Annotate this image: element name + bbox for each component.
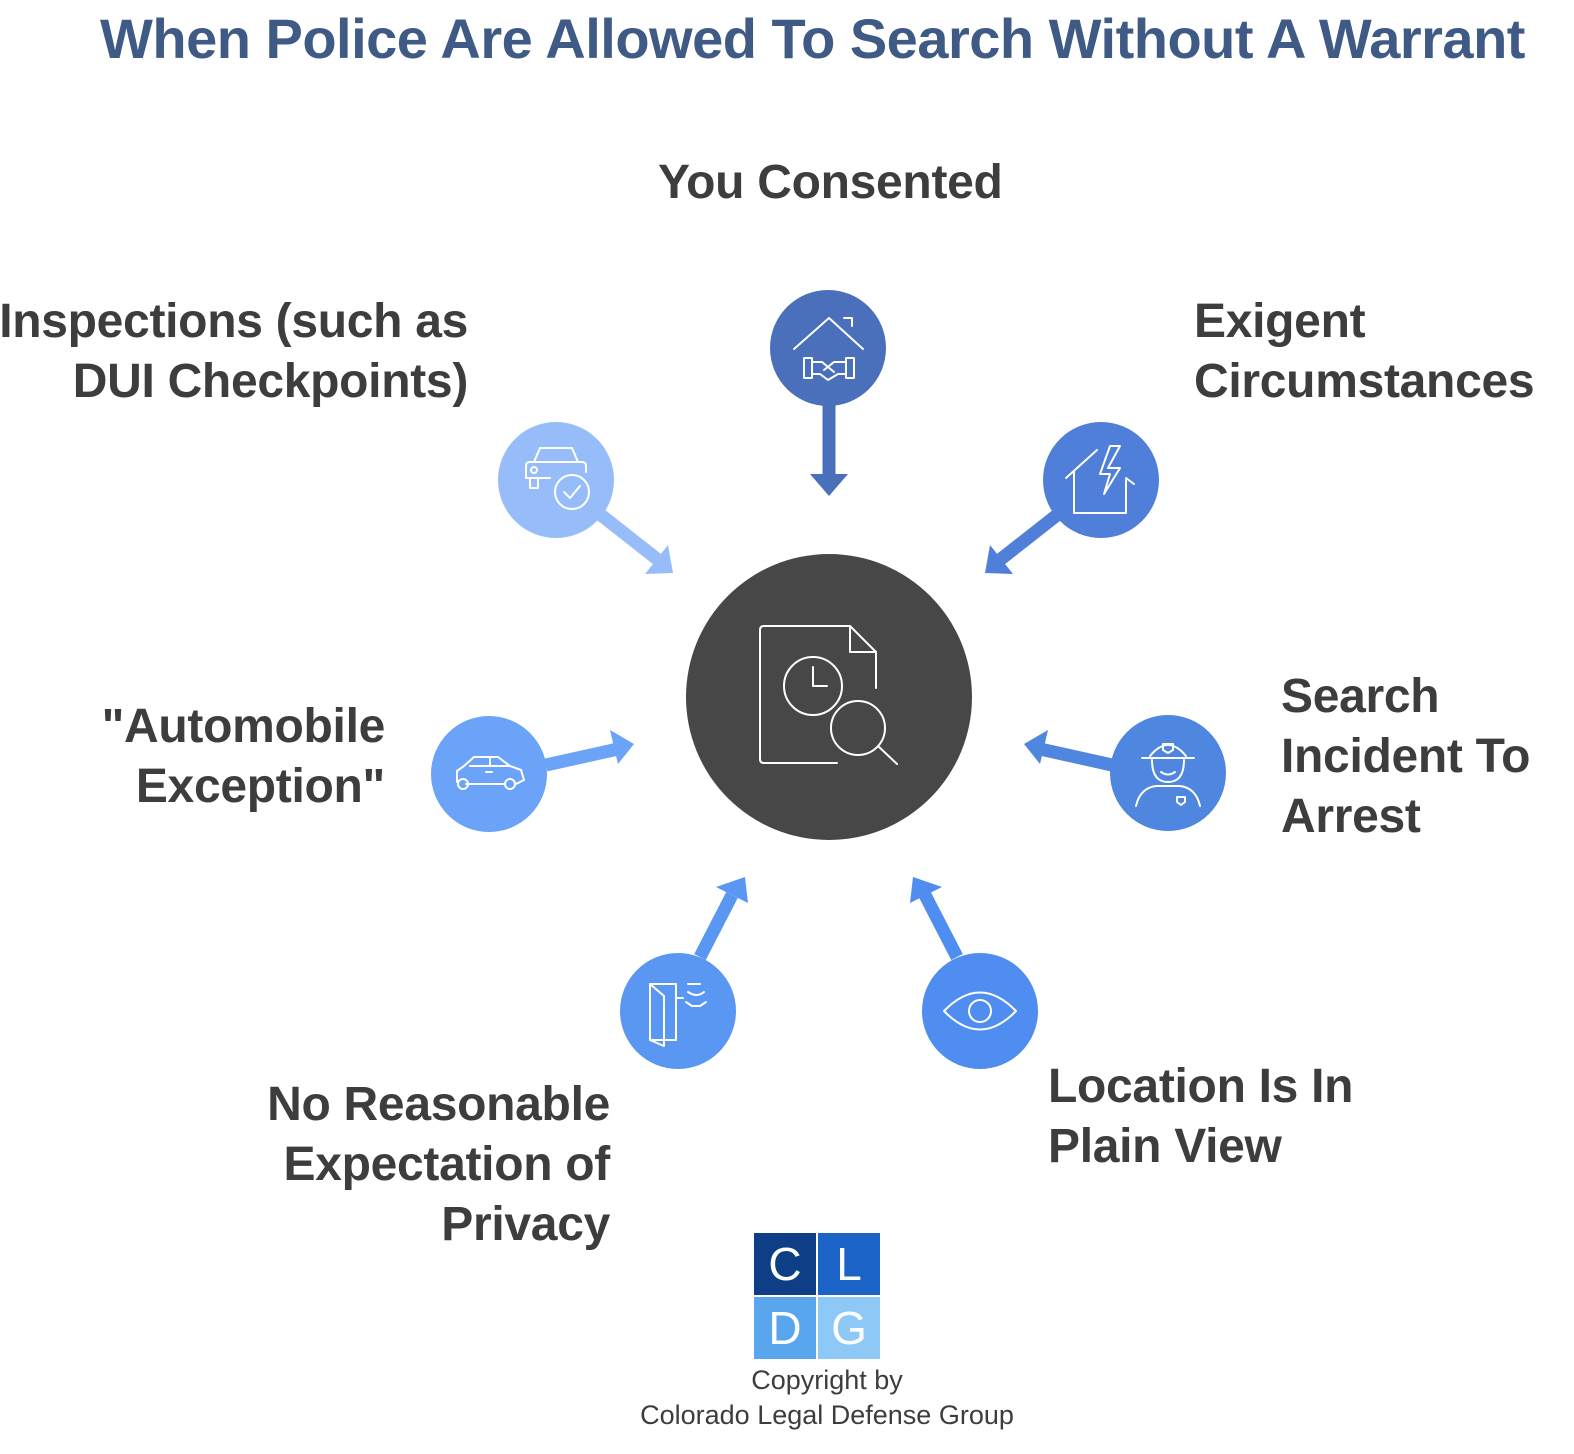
arrow-inspections-head <box>645 545 673 574</box>
logo-cell-d: D <box>754 1297 816 1359</box>
arrow-automobile <box>544 742 620 772</box>
police-officer-icon <box>1135 743 1201 807</box>
arrow-exigent-head <box>985 545 1013 574</box>
label-automobile-line-1: "Automobile <box>101 700 386 753</box>
label-inspections: Inspections (such as DUI Checkpoints) <box>0 292 468 412</box>
arrow-automobile-head <box>610 730 634 764</box>
arrow-consent-head <box>810 474 848 496</box>
center-circle <box>686 554 972 840</box>
label-incident-line-1: Search <box>1281 670 1440 723</box>
logo-cell-l: L <box>818 1233 880 1295</box>
car-icon <box>456 756 525 790</box>
node-incident-circle <box>1110 715 1226 831</box>
car-check-icon <box>525 447 590 510</box>
label-privacy: No Reasonable Expectation of Privacy <box>267 1075 610 1255</box>
document-clock-search-icon <box>759 625 898 765</box>
arrow-plainview <box>919 892 963 960</box>
node-privacy-circle <box>620 953 736 1069</box>
node-inspections-circle <box>498 422 614 538</box>
label-consent: You Consented <box>658 153 1003 213</box>
node-consent-circle <box>770 290 886 406</box>
label-exigent: Exigent Circumstances <box>1194 292 1535 412</box>
eye-icon <box>943 991 1017 1031</box>
node-exigent-circle <box>1043 422 1159 538</box>
logo-cell-c: C <box>754 1233 816 1295</box>
label-incident-line-2: Incident To <box>1281 730 1531 783</box>
label-incident-line-3: Arrest <box>1281 790 1421 843</box>
label-privacy-line-2: Expectation of <box>283 1138 610 1191</box>
arrow-inspections <box>596 509 662 565</box>
arrow-plainview-head <box>910 877 942 903</box>
node-automobile-circle <box>431 716 547 832</box>
logo-cell-g: G <box>818 1297 880 1359</box>
arrow-incident-head <box>1024 730 1048 764</box>
house-lightning-icon <box>1065 445 1135 514</box>
door-sensor-icon <box>649 983 707 1047</box>
cldg-logo: C L D G <box>754 1233 880 1359</box>
label-automobile: "Automobile Exception" <box>101 697 386 817</box>
house-handshake-icon <box>793 317 864 381</box>
arrow-incident <box>1038 742 1114 772</box>
label-plainview: Location Is In Plain View <box>1048 1057 1353 1177</box>
label-exigent-line-1: Exigent <box>1194 295 1366 348</box>
page-title: When Police Are Allowed To Search Withou… <box>100 7 1525 70</box>
label-automobile-line-2: Exception" <box>135 760 385 813</box>
copyright-line-1: Copyright by <box>751 1365 903 1395</box>
copyright-line-2: Colorado Legal Defense Group <box>640 1400 1014 1430</box>
label-plainview-line-1: Location Is In <box>1048 1060 1354 1113</box>
arrows-group <box>544 405 1114 960</box>
label-plainview-line-2: Plain View <box>1048 1120 1282 1173</box>
label-inspections-line-2: DUI Checkpoints) <box>72 355 469 408</box>
label-privacy-line-1: No Reasonable <box>267 1078 610 1131</box>
arrow-privacy <box>694 892 738 960</box>
node-plainview-circle <box>922 953 1038 1069</box>
label-exigent-line-2: Circumstances <box>1194 355 1535 408</box>
arrow-exigent <box>996 509 1062 565</box>
label-privacy-line-3: Privacy <box>441 1198 610 1251</box>
label-incident: Search Incident To Arrest <box>1281 667 1530 847</box>
label-inspections-line-1: Inspections (such as <box>0 295 468 348</box>
arrow-privacy-head <box>716 877 748 903</box>
label-consent-line: You Consented <box>658 156 1003 209</box>
